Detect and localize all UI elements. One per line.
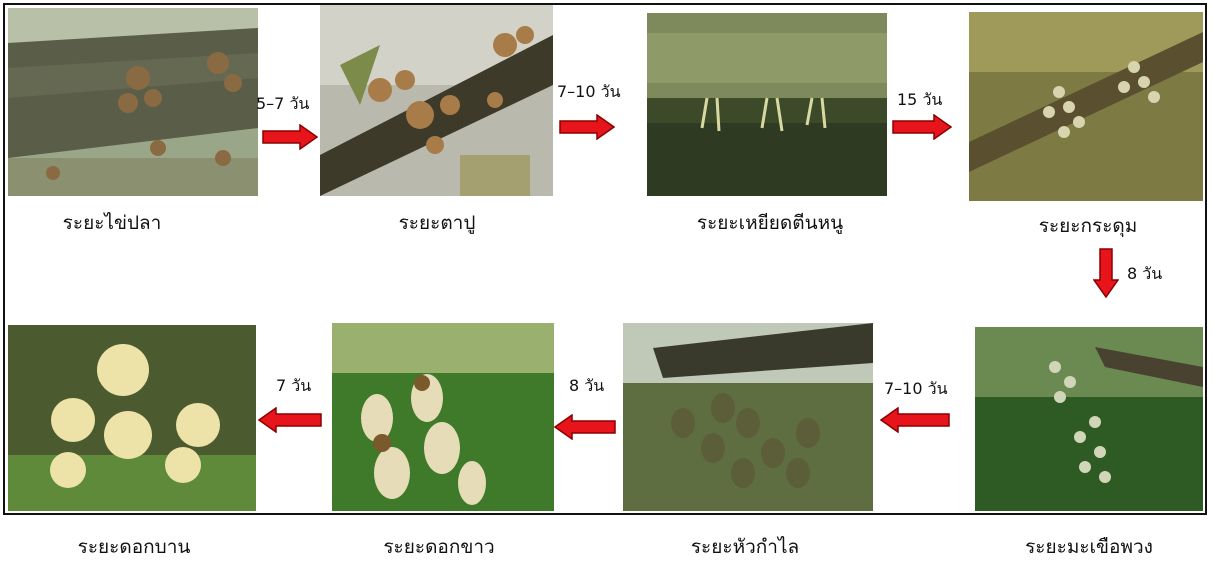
left-arrow-icon <box>258 407 322 433</box>
photo-white-flower-stage <box>332 323 554 511</box>
photo-mouse-foot-stage <box>647 13 887 196</box>
right-arrow-icon <box>892 114 952 140</box>
photo-bracelet-head-stage <box>623 323 873 511</box>
down-arrow-icon <box>1093 248 1119 298</box>
stage-label: ระยะหัวกำไล <box>691 532 799 562</box>
photo-blooming-stage <box>8 325 256 511</box>
photo-nail-stage <box>320 5 553 196</box>
duration-label: 5–7 วัน <box>256 92 309 117</box>
duration-label: 7–10 วัน <box>557 80 621 105</box>
stage-label: ระยะตาปู <box>399 208 476 238</box>
duration-label: 7 วัน <box>276 374 311 399</box>
photo-fish-egg-stage <box>8 8 258 196</box>
left-arrow-icon <box>554 414 616 440</box>
stage-label: ระยะไข่ปลา <box>63 208 162 238</box>
duration-label: 8 วัน <box>1127 262 1162 287</box>
duration-label: 8 วัน <box>569 374 604 399</box>
left-arrow-icon <box>880 407 950 433</box>
photo-eggplant-cluster-stage <box>975 327 1203 511</box>
duration-label: 15 วัน <box>897 88 942 113</box>
stage-label: ระยะดอกขาว <box>383 532 494 562</box>
duration-label: 7–10 วัน <box>884 377 948 402</box>
stage-label: ระยะดอกบาน <box>78 532 191 562</box>
right-arrow-icon <box>559 114 615 140</box>
stage-label: ระยะเหยียดตีนหนู <box>697 208 843 238</box>
stage-label: ระยะมะเขือพวง <box>1025 532 1153 562</box>
stage-label: ระยะกระดุม <box>1039 211 1138 241</box>
photo-button-stage <box>969 12 1203 201</box>
right-arrow-icon <box>262 124 318 150</box>
